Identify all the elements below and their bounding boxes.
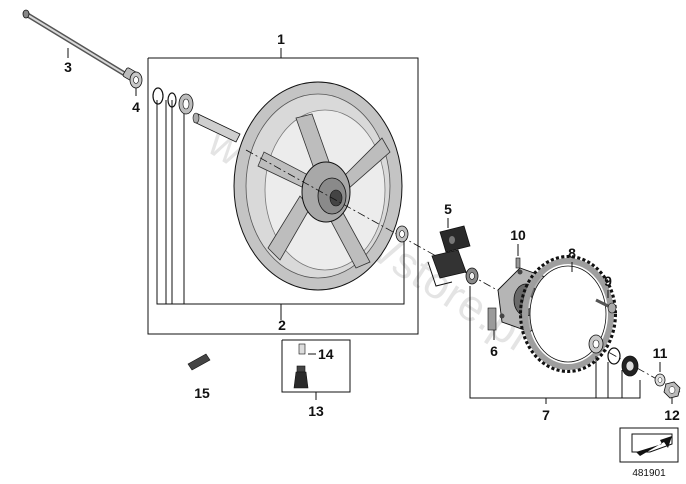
axle-nut-part xyxy=(663,381,681,399)
callout-9: 9 xyxy=(604,273,612,289)
washer-part xyxy=(654,373,666,387)
callout-7: 7 xyxy=(542,407,550,423)
carrier-stud-part xyxy=(515,257,521,269)
carrier-assembly-bracket xyxy=(469,286,641,404)
output-bearing-set xyxy=(588,334,639,377)
spacer-nut-part xyxy=(129,71,143,89)
callout-6: 6 xyxy=(490,343,498,359)
balance-weight-part xyxy=(187,353,211,371)
wheel-assembly-frame xyxy=(147,48,419,335)
wheel-bearing-left xyxy=(178,93,194,115)
valve-group-frame xyxy=(281,339,351,400)
rear-wheel-rim xyxy=(233,81,403,291)
callout-5: 5 xyxy=(444,201,452,217)
sprocket-part xyxy=(519,255,617,373)
callout-1: 1 xyxy=(277,31,285,47)
callout-3: 3 xyxy=(64,59,72,75)
wheel-bearing-right xyxy=(395,225,409,243)
callout-11: 11 xyxy=(653,345,668,361)
tire-valve-part xyxy=(293,343,309,389)
diagram-reference-number: 481901 xyxy=(632,468,666,479)
callout-13: 13 xyxy=(308,403,324,419)
axle-centerline xyxy=(245,149,681,393)
callout-12: 12 xyxy=(664,407,680,423)
callout-14: 14 xyxy=(318,346,334,362)
distance-sleeve xyxy=(192,112,241,143)
sprocket-bolt-part xyxy=(595,298,617,314)
circlip-rings xyxy=(152,87,177,108)
callout-4: 4 xyxy=(132,99,140,115)
carrier-bearing-part xyxy=(465,267,497,331)
callout-2: 2 xyxy=(278,317,286,333)
rubber-damper-part xyxy=(427,225,471,287)
callout-15: 15 xyxy=(194,385,210,401)
axle-part xyxy=(22,9,140,83)
callout-10: 10 xyxy=(510,227,526,243)
callout-8: 8 xyxy=(568,245,576,261)
orientation-symbol-box xyxy=(619,427,679,463)
